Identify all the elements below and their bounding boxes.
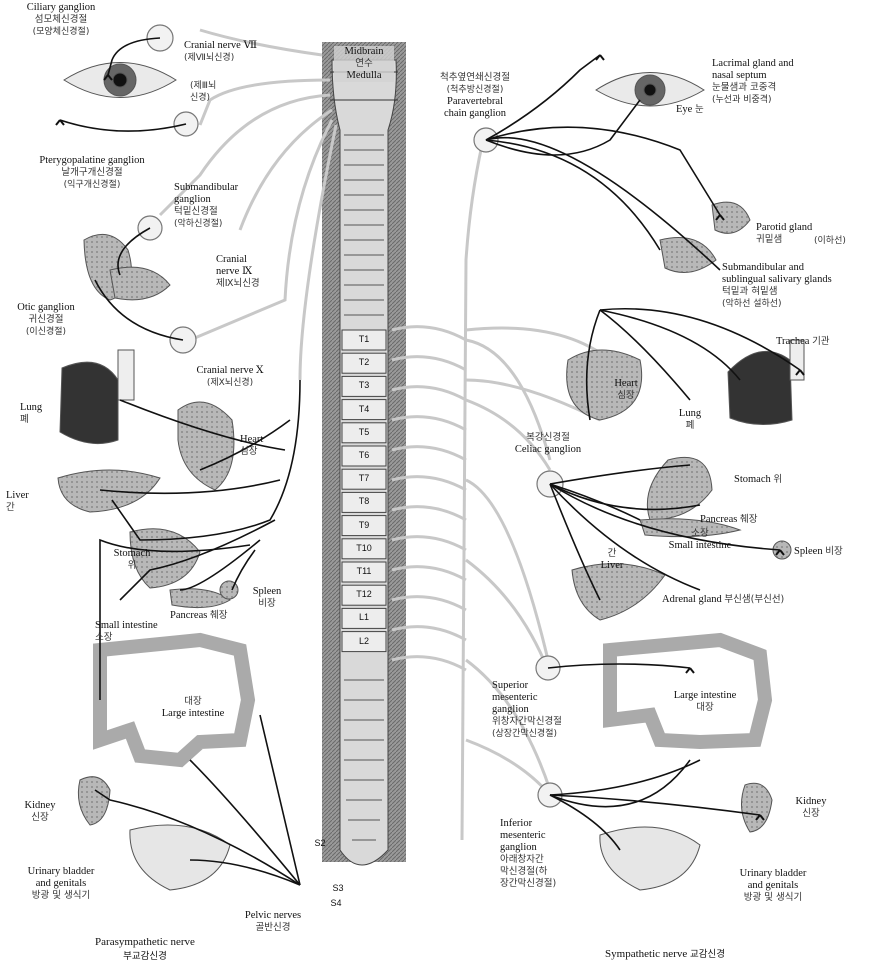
left-pancreas-label: Pancreas 췌장	[170, 610, 227, 622]
spinal-segment-label: T6	[350, 450, 378, 460]
trachea-label: Trachea 기관	[776, 336, 830, 348]
superior-mesenteric-ganglion-label: Superior mesenteric ganglion 위창자간막신경절 (상…	[492, 680, 562, 740]
spinal-segment-label: T3	[350, 380, 378, 390]
spinal-segment-label: T2	[350, 357, 378, 367]
spinal-segment-label: T12	[350, 589, 378, 599]
inferior-mesenteric-ganglion-label: Inferior mesenteric ganglion 아래창자간 막신경절(…	[500, 818, 556, 890]
right-pancreas-label: Pancreas 췌장	[700, 514, 757, 526]
sympathetic-footer: Sympathetic nerve 교감신경	[560, 946, 770, 960]
pterygopalatine-ganglion-label: Pterygopalatine ganglion 날개구개신경절 (익구개신경절…	[2, 155, 182, 191]
sacral-label-s2: S2	[306, 838, 334, 848]
paravertebral-ganglion-label: 척추옆연쇄신경절 (척추방신경절) Paravertebral chain ga…	[410, 72, 540, 120]
submandibular-gland-label: Submandibular and sublingual salivary gl…	[722, 262, 832, 310]
left-small-intestine-label: Small intestine 소장	[95, 620, 158, 644]
left-bladder-label: Urinary bladder and genitals 방광 및 생식기	[8, 866, 114, 902]
left-kidney-label: Kidney 신장	[18, 800, 62, 824]
right-eye-label: Eye 눈	[676, 104, 704, 116]
submandibular-ganglion-label: Submandibular ganglion 턱밑신경절 (악하신경절)	[174, 182, 238, 230]
right-large-intestine-label: Large intestine 대장	[650, 690, 760, 714]
right-small-intestine-label: 소장 Small intestine	[650, 528, 750, 552]
right-kidney-label: Kidney 신장	[788, 796, 834, 820]
spinal-segment-label: T7	[350, 473, 378, 483]
right-liver-label: 간 Liver	[594, 548, 630, 572]
right-heart-label: Heart 심장	[606, 378, 646, 402]
adrenal-gland-label: Adrenal gland 부신샘(부신선)	[662, 594, 784, 606]
spinal-segment-label: T5	[350, 427, 378, 437]
left-large-intestine-label: 대장 Large intestine	[138, 696, 248, 720]
parotid-gland-label: Parotid gland 귀밑샘	[756, 222, 812, 246]
otic-ganglion-label: Otic ganglion 귀신경절 (이신경절)	[2, 302, 90, 338]
right-stomach-label: Stomach 위	[734, 474, 782, 486]
sacral-label-s4: S4	[322, 898, 350, 908]
left-stomach-label: Stomach 위	[106, 548, 158, 572]
medulla-text: Medulla	[334, 70, 394, 82]
left-spleen-label: Spleen 비장	[244, 586, 290, 610]
left-lung-label: Lung 폐	[20, 402, 42, 426]
cranial-nerve-3-label: (제Ⅲ뇌 신경)	[190, 80, 216, 104]
pelvic-nerves-label: Pelvic nerves 골반신경	[228, 910, 318, 934]
brain-ko-text: 연수	[334, 58, 394, 70]
spinal-segment-label: L1	[350, 612, 378, 622]
left-heart-label: Heart 심장	[240, 434, 263, 458]
spinal-segment-label: T4	[350, 404, 378, 414]
spinal-segment-label: L2	[350, 636, 378, 646]
cranial-nerve-7-label: Cranial nerve Ⅶ (제Ⅶ뇌신경)	[184, 40, 257, 64]
cranial-nerve-9-label: Cranial nerve Ⅸ 제Ⅸ뇌신경	[216, 254, 260, 290]
spinal-segment-label: T11	[350, 566, 378, 576]
left-liver-label: Liver 간	[6, 490, 29, 514]
parasympathetic-footer: Parasympathetic nerve 부교감신경	[60, 936, 230, 962]
spinal-segment-label: T9	[350, 520, 378, 530]
spinal-segment-label: T1	[350, 334, 378, 344]
spinal-segment-label: T10	[350, 543, 378, 553]
midbrain-text: Midbrain	[334, 46, 394, 58]
sacral-label-s3: S3	[324, 883, 352, 893]
cranial-nerve-10-label: Cranial nerve Ⅹ (제Ⅹ뇌신경)	[180, 365, 280, 389]
right-spleen-label: Spleen 비장	[794, 546, 843, 558]
right-lung-label: Lung 폐	[672, 408, 708, 432]
celiac-ganglion-label: 복강신경절 Celiac ganglion	[488, 432, 608, 456]
parotid-paren-label: (이하선)	[814, 235, 846, 247]
lacrimal-gland-label: Lacrimal gland and nasal septum 눈물샘과 코중격…	[712, 58, 794, 106]
right-bladder-label: Urinary bladder and genitals 방광 및 생식기	[718, 868, 828, 904]
brainstem-label: Midbrain 연수 Medulla	[334, 46, 394, 82]
spinal-segment-label: T8	[350, 496, 378, 506]
ciliary-ganglion-label: Ciliary ganglion 섬모체신경절 (모양체신경절)	[2, 2, 120, 38]
